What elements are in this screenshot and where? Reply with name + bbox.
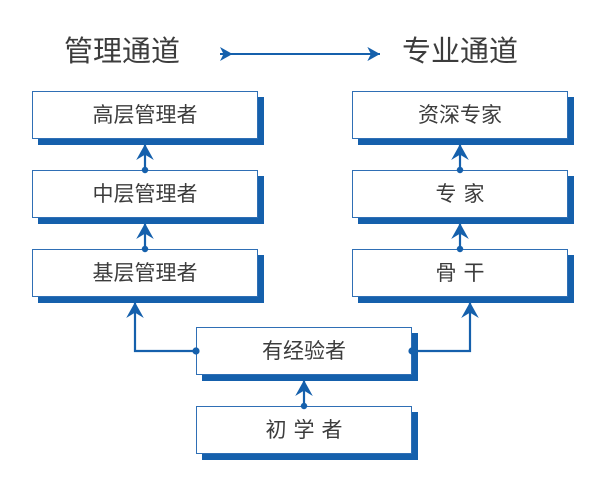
connector-base-to-middle-manager <box>136 223 154 253</box>
node-base-manager[interactable]: 基层管理者 <box>32 249 258 297</box>
node-experienced[interactable]: 有经验者 <box>196 327 412 375</box>
connector-experienced-to-backbone <box>408 302 479 355</box>
node-middle-manager-label: 中层管理者 <box>92 182 198 206</box>
node-backbone[interactable]: 骨干 <box>352 249 568 297</box>
connector-beginner-to-experienced <box>295 380 313 410</box>
node-senior-expert[interactable]: 资深专家 <box>352 91 568 139</box>
node-senior-manager[interactable]: 高层管理者 <box>32 91 258 139</box>
node-senior-expert-label: 资深专家 <box>418 103 502 127</box>
professional-track-title: 专业通道 <box>402 36 519 68</box>
node-middle-manager[interactable]: 中层管理者 <box>32 170 258 218</box>
connector-middle-to-senior-manager <box>136 144 154 174</box>
node-backbone-label: 骨干 <box>435 261 492 285</box>
node-expert-label: 专家 <box>435 182 492 206</box>
connector-experienced-to-base-manager <box>126 302 200 355</box>
double-headed-arrow-icon <box>220 47 380 61</box>
node-beginner[interactable]: 初学者 <box>196 406 412 454</box>
node-senior-manager-label: 高层管理者 <box>92 103 198 127</box>
node-experienced-label: 有经验者 <box>262 339 346 363</box>
node-beginner-label: 初学者 <box>265 418 350 442</box>
connector-backbone-to-expert <box>451 223 469 253</box>
connector-expert-to-senior-expert <box>451 144 469 174</box>
node-base-manager-label: 基层管理者 <box>92 261 198 285</box>
node-expert[interactable]: 专家 <box>352 170 568 218</box>
management-track-title: 管理通道 <box>64 36 181 68</box>
